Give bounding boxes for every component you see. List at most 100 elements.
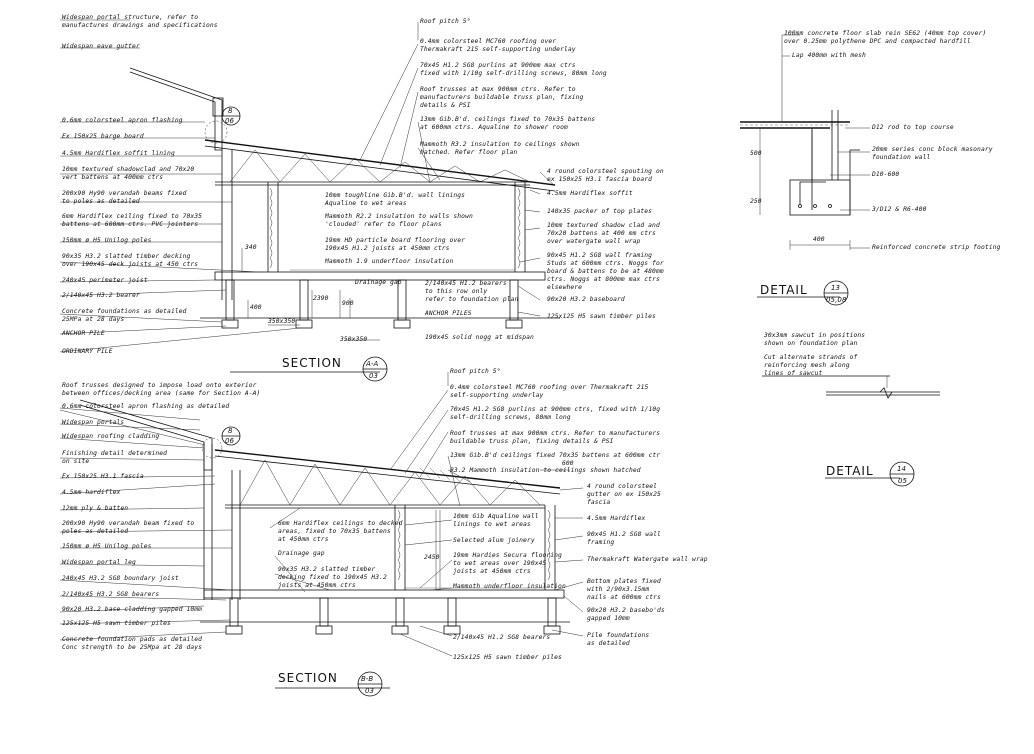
- note-barge-board: Ex 150x25 barge board: [62, 133, 144, 140]
- note-apron-flashing: 0.6mm colorsteel apron flashing: [62, 117, 183, 124]
- detail-13-drawing: [740, 34, 870, 306]
- note-apron-flashing-b: 0.6mm colorsteel apron flashing as detai…: [62, 403, 230, 410]
- note-sg8-bearers: 2/140x45 H1.2 SG8 bearers: [453, 634, 551, 641]
- dim-350x350-a: 350x350: [268, 318, 296, 325]
- note-boundary-joist: 240x45 H3.2 SG8 boundary joist: [62, 575, 179, 582]
- note-underfloor-insulation-b: Mammoth underfloor insulation: [453, 583, 566, 590]
- note-eave-gutter: Widespan eave gutter: [62, 43, 140, 50]
- note-gib-aqualine: 10mm Gib Aqualine wall linings to wet ar…: [453, 513, 539, 528]
- note-anchor-pile: ANCHOR PILE: [62, 330, 105, 337]
- note-roof-pitch-b: Roof pitch 5°: [450, 368, 501, 375]
- note-hardiflex-b: 4.5mm hardiflex: [62, 489, 121, 496]
- note-ply-batten: 12mm ply & batten: [62, 505, 129, 512]
- callout-b-sheet: 06: [225, 437, 235, 445]
- note-purlins-b: 70x45 H1.2 SG8 purlins at 900mm ctrs, fi…: [450, 406, 661, 421]
- note-watergate-wrap: Thermakraft Watergate wall wrap: [587, 556, 708, 563]
- note-concrete-foundations: Concrete foundations as detailed 25MPa a…: [62, 308, 187, 323]
- dim-2390: 2390: [313, 295, 329, 302]
- dim-2450: 2450: [424, 554, 440, 561]
- note-shadowclad: 10mm textured shadowclad and 70x20 vert …: [62, 166, 195, 181]
- dim-250: 250: [750, 198, 762, 205]
- detail-13-num: 13: [831, 284, 841, 292]
- detail-14-title: DETAIL: [826, 464, 874, 478]
- note-bearer: 2/140x45 H3.2 bearer: [62, 292, 140, 299]
- note-3d12: 3/D12 & R6-400: [872, 206, 927, 213]
- section-b-b-tag: B-B: [361, 675, 374, 683]
- dim-400-d13: 400: [813, 236, 825, 243]
- note-roof-trusses-load: Roof trusses designed to impose load ont…: [62, 382, 261, 397]
- note-bottom-plates: Bottom plates fixed with 2/90x3.15mm nai…: [587, 578, 661, 601]
- dim-900: 900: [342, 300, 354, 307]
- section-b-b-drawing: [59, 372, 584, 697]
- note-timber-piles: 125x125 H5 sawn timber piles: [547, 313, 656, 320]
- section-a-a-tag: A-A: [366, 360, 379, 368]
- note-strip-footing: Reinforced concrete strip footing: [872, 244, 1001, 251]
- dim-350x350-b: 350x350: [340, 336, 368, 343]
- note-spouting: 4 round colorsteel spouting on ex 150x25…: [547, 168, 664, 183]
- section-b-b-sheet: 03: [365, 687, 375, 695]
- note-gib-ceilings-b: 13mm Gib.B'd ceilings fixed 70x35 batten…: [450, 452, 661, 459]
- note-cut-strands: Cut alternate strands of reinforcing mes…: [764, 354, 858, 377]
- note-perimeter-joist: 240x45 perimeter joist: [62, 277, 148, 284]
- note-widespan-portals: Widespan portals: [62, 419, 125, 426]
- note-wall-linings: 10mm toughline Gib.B'd. wall linings Aqu…: [325, 192, 466, 207]
- note-concrete-slab: 100mm concrete floor slab rein SE62 (40m…: [784, 30, 987, 45]
- dim-600: 600: [562, 460, 574, 467]
- note-lap-mesh: Lap 400mm with mesh: [792, 52, 866, 59]
- note-hardiflex-right: 4.5mm Hardiflex: [587, 515, 646, 522]
- section-a-a-sheet: 03: [369, 372, 379, 380]
- note-slatted-decking: 90x35 H3.2 slatted timber decking over 1…: [62, 253, 199, 268]
- note-roof-pitch: Roof pitch 5°: [420, 18, 471, 25]
- note-hardiflex-ceiling: 6mm Hardiflex ceiling fixed to 70x35 bat…: [62, 213, 203, 228]
- dim-340: 340: [245, 244, 257, 251]
- note-wall-framing: 90x45 H1.2 SG8 wall framing Studs at 600…: [547, 252, 664, 291]
- note-pile-foundations: Pile foundations as detailed: [587, 632, 650, 647]
- note-wall-insulation: Mammoth R2.2 insulation to walls shown '…: [325, 213, 473, 228]
- note-alum-joinery: Selected alum joinery: [453, 537, 535, 544]
- note-packer: 140x35 packer of top plates: [547, 208, 653, 215]
- note-roofing-cladding: Widespan roofing cladding: [62, 433, 160, 440]
- note-verandah-beams: 200x90 Hy90 verandah beams fixed to pole…: [62, 190, 187, 205]
- callout-a-num: 8: [228, 107, 233, 115]
- note-soffit-lining: 4.5mm Hardiflex soffit lining: [62, 150, 175, 157]
- note-roofing-b: 0.4mm colorsteel MC760 roofing over Ther…: [450, 384, 649, 399]
- note-ordinary-pile: ORDINARY PILE: [62, 348, 113, 355]
- detail-14-sheet: 05: [898, 477, 908, 485]
- note-secura-flooring: 19mm Hardies Secura flooring to wet area…: [453, 552, 562, 575]
- note-wall-framing-b: 90x45 H1.2 SG8 wall framing: [587, 531, 661, 546]
- note-particle-flooring: 19mm HD particle board flooring over 190…: [325, 237, 466, 252]
- note-finishing-detail: Finishing detail determined on site: [62, 450, 168, 465]
- note-unilog-poles-b: 150mm ø H5 Unilog poles: [62, 543, 152, 550]
- note-portal-leg: Widespan portal leg: [62, 559, 136, 566]
- note-slatted-decking-b: 90x35 H3.2 slatted timber decking fixed …: [278, 566, 387, 589]
- note-underfloor-insulation: Mammoth 1.9 underfloor insulation: [325, 258, 454, 265]
- note-sawn-piles-b: 125x125 H5 sawn timber piles: [62, 620, 171, 627]
- note-sawcut: 30x3mm sawcut in positions shown on foun…: [764, 332, 866, 347]
- note-drainage-gap: Drainage gap: [355, 279, 402, 286]
- note-ceiling-insulation: Mammoth R3.2 insulation to ceilings show…: [420, 141, 580, 156]
- note-roof-trusses: Roof trusses at max 900mm ctrs. Refer to…: [420, 86, 584, 109]
- note-fascia-b: Ex 150x25 H3.1 fascia: [62, 473, 144, 480]
- note-gutter-b: 4 round colorsteel gutter on ex 150x25 f…: [587, 483, 661, 506]
- note-baseboard: 90x20 H3.2 baseboard: [547, 296, 625, 303]
- section-a-a-drawing: [59, 19, 560, 382]
- note-baseboards-b: 90x20 H3.2 basebo'ds gapped 10mm: [587, 607, 665, 622]
- note-shadow-clad: 10mm textured shadow clad and 70x20 batt…: [547, 222, 660, 245]
- detail-14-drawing: [762, 375, 940, 487]
- detail-13-title: DETAIL: [760, 283, 808, 297]
- note-roof-trusses-b: Roof trusses at max 900mm ctrs. Refer to…: [450, 430, 661, 445]
- dim-500: 500: [750, 150, 762, 157]
- note-solid-nogg: 190x45 solid nogg at midspan: [425, 334, 534, 341]
- note-widespan-portal: Widespan portal structure, refer to manu…: [62, 14, 218, 29]
- note-sawn-piles-bottom: 125x125 H5 sawn timber piles: [453, 654, 562, 661]
- section-a-a-title: SECTION: [282, 356, 342, 370]
- note-hardiflex-ceilings-decked: 6mm Hardiflex ceilings to decked areas, …: [278, 520, 403, 543]
- note-d10: D10-600: [872, 171, 900, 178]
- note-purlins: 70x45 H1.2 SG8 purlins at 900mm max ctrs…: [420, 62, 607, 77]
- note-base-cladding: 90x20 H3.2 base cladding gapped 10mm: [62, 606, 203, 613]
- note-verandah-beam-b: 200x90 Hy90 verandah beam fixed to poles…: [62, 520, 195, 535]
- note-bearers-b: 2/140x45 H3.2 SG8 bearers: [62, 591, 160, 598]
- section-b-b-title: SECTION: [278, 671, 338, 685]
